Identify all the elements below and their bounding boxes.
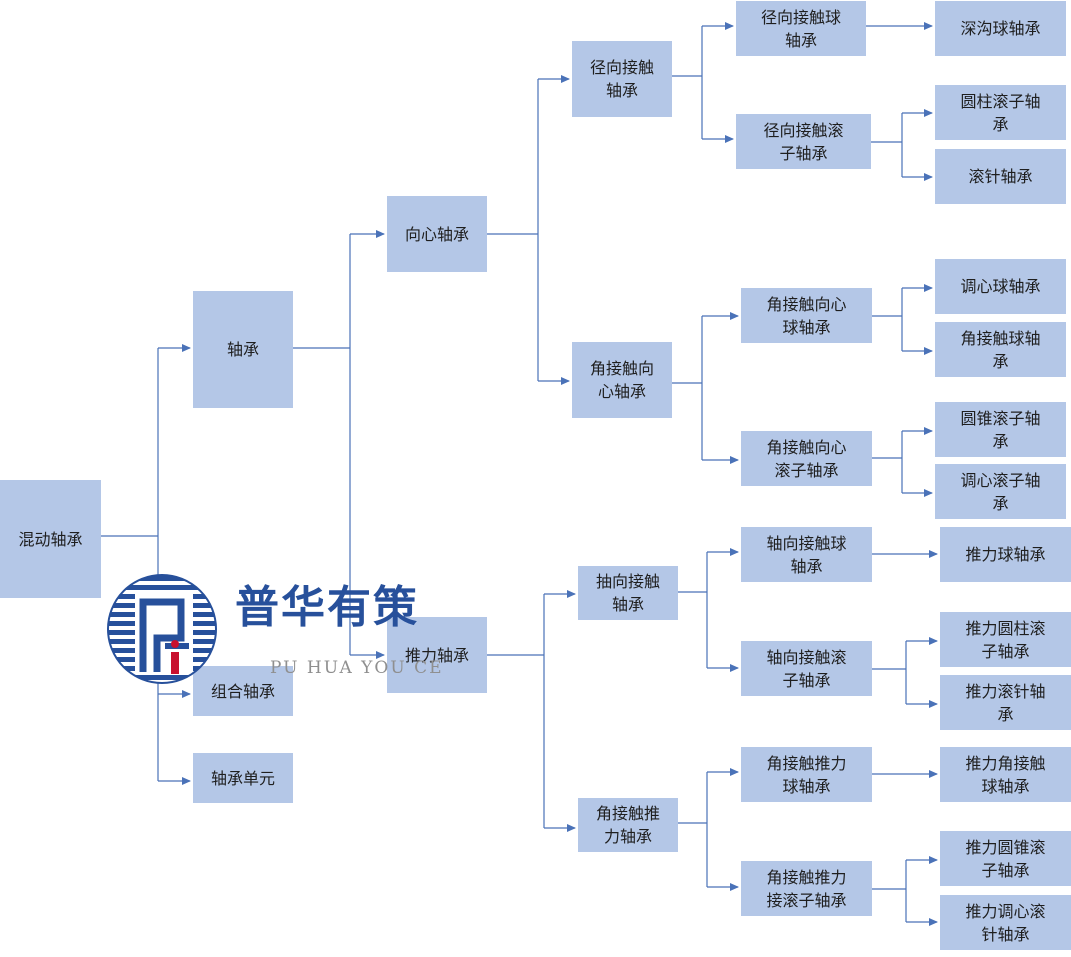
- node-label: 调心滚子轴 承: [960, 470, 1041, 513]
- node-thrust-angular-ball: 推力角接触 球轴承: [940, 747, 1071, 802]
- logo-emblem-icon: [107, 574, 217, 684]
- node-label: 推力圆锥滚 子轴承: [965, 837, 1046, 880]
- watermark-title: 普华有策: [235, 582, 419, 633]
- node-label: 推力圆柱滚 子轴承: [965, 618, 1046, 661]
- watermark-subtitle: PU HUA YOU CE: [270, 658, 444, 678]
- node-radial-contact-roller: 径向接触滚 子轴承: [736, 114, 871, 169]
- node-label: 滚针轴承: [968, 167, 1033, 186]
- node-thrust-tapered: 推力圆锥滚 子轴承: [940, 831, 1071, 886]
- node-label: 径向接触球 轴承: [760, 7, 841, 50]
- node-label: 推力调心滚 针轴承: [965, 901, 1046, 944]
- node-label: 推力滚针轴 承: [965, 681, 1046, 724]
- node-label: 混动轴承: [18, 529, 83, 549]
- node-label: 轴向接触滚 子轴承: [766, 647, 847, 690]
- node-thrust-cylindrical: 推力圆柱滚 子轴承: [940, 612, 1071, 667]
- node-label: 角接触球轴 承: [960, 328, 1041, 371]
- node-radial-contact-ball: 径向接触球 轴承: [736, 1, 866, 56]
- node-combined-bearing: 组合轴承: [193, 666, 293, 716]
- node-label: 角接触推力 球轴承: [766, 753, 847, 796]
- node-label: 向心轴承: [404, 224, 469, 244]
- node-label: 轴承: [226, 340, 259, 359]
- node-deep-groove-ball: 深沟球轴承: [935, 1, 1066, 56]
- node-angular-radial: 角接触向 心轴承: [572, 342, 672, 418]
- node-needle-roller: 滚针轴承: [935, 149, 1066, 204]
- node-hybrid-bearing: 混动轴承: [0, 480, 101, 598]
- node-label: 推力球轴承: [965, 545, 1046, 564]
- node-angular-thrust: 角接触推 力轴承: [578, 798, 678, 852]
- node-label: 推力轴承: [404, 645, 469, 665]
- node-label: 深沟球轴承: [960, 19, 1041, 38]
- node-thrust-spherical: 推力调心滚 针轴承: [940, 895, 1071, 950]
- node-label: 抽向接触 轴承: [595, 572, 660, 614]
- node-label: 圆锥滚子轴 承: [960, 408, 1041, 451]
- node-radial-contact: 径向接触 轴承: [572, 41, 672, 117]
- node-self-aligning-ball: 调心球轴承: [935, 259, 1066, 314]
- node-axial-contact-roller: 轴向接触滚 子轴承: [741, 641, 872, 696]
- node-angular-thrust-roller: 角接触推力 接滚子轴承: [741, 861, 872, 916]
- node-angular-thrust-ball: 角接触推力 球轴承: [741, 747, 872, 802]
- node-thrust-ball: 推力球轴承: [940, 527, 1071, 582]
- node-angular-radial-roller: 角接触向心 滚子轴承: [741, 431, 872, 486]
- node-axial-contact: 抽向接触 轴承: [578, 566, 678, 620]
- node-label: 圆柱滚子轴 承: [960, 91, 1041, 134]
- node-label: 调心球轴承: [960, 277, 1041, 296]
- node-label: 径向接触滚 子轴承: [763, 120, 844, 163]
- node-bearing: 轴承: [193, 291, 293, 408]
- node-label: 组合轴承: [210, 681, 275, 701]
- node-label: 角接触向心 滚子轴承: [766, 437, 847, 480]
- node-label: 角接触推 力轴承: [595, 804, 660, 846]
- watermark-logo: 普华有策 PU HUA YOU CE: [105, 572, 485, 687]
- node-tapered-roller: 圆锥滚子轴 承: [935, 402, 1066, 457]
- node-label: 轴向接触球 轴承: [766, 533, 847, 576]
- node-label: 角接触推力 接滚子轴承: [766, 867, 847, 910]
- node-radial-bearing: 向心轴承: [387, 196, 487, 272]
- node-label: 角接触向心 球轴承: [766, 294, 847, 337]
- node-thrust-needle: 推力滚针轴 承: [940, 675, 1071, 730]
- node-label: 推力角接触 球轴承: [965, 753, 1046, 796]
- node-spherical-roller: 调心滚子轴 承: [935, 464, 1066, 519]
- node-label: 轴承单元: [210, 768, 275, 788]
- node-label: 角接触向 心轴承: [589, 359, 654, 401]
- node-label: 径向接触 轴承: [589, 58, 654, 100]
- node-cylindrical-roller: 圆柱滚子轴 承: [935, 85, 1066, 140]
- node-axial-contact-ball: 轴向接触球 轴承: [741, 527, 872, 582]
- node-angular-contact-ball: 角接触球轴 承: [935, 322, 1066, 377]
- node-thrust-bearing: 推力轴承: [387, 617, 487, 693]
- node-angular-radial-ball: 角接触向心 球轴承: [741, 288, 872, 343]
- node-bearing-unit: 轴承单元: [193, 753, 293, 803]
